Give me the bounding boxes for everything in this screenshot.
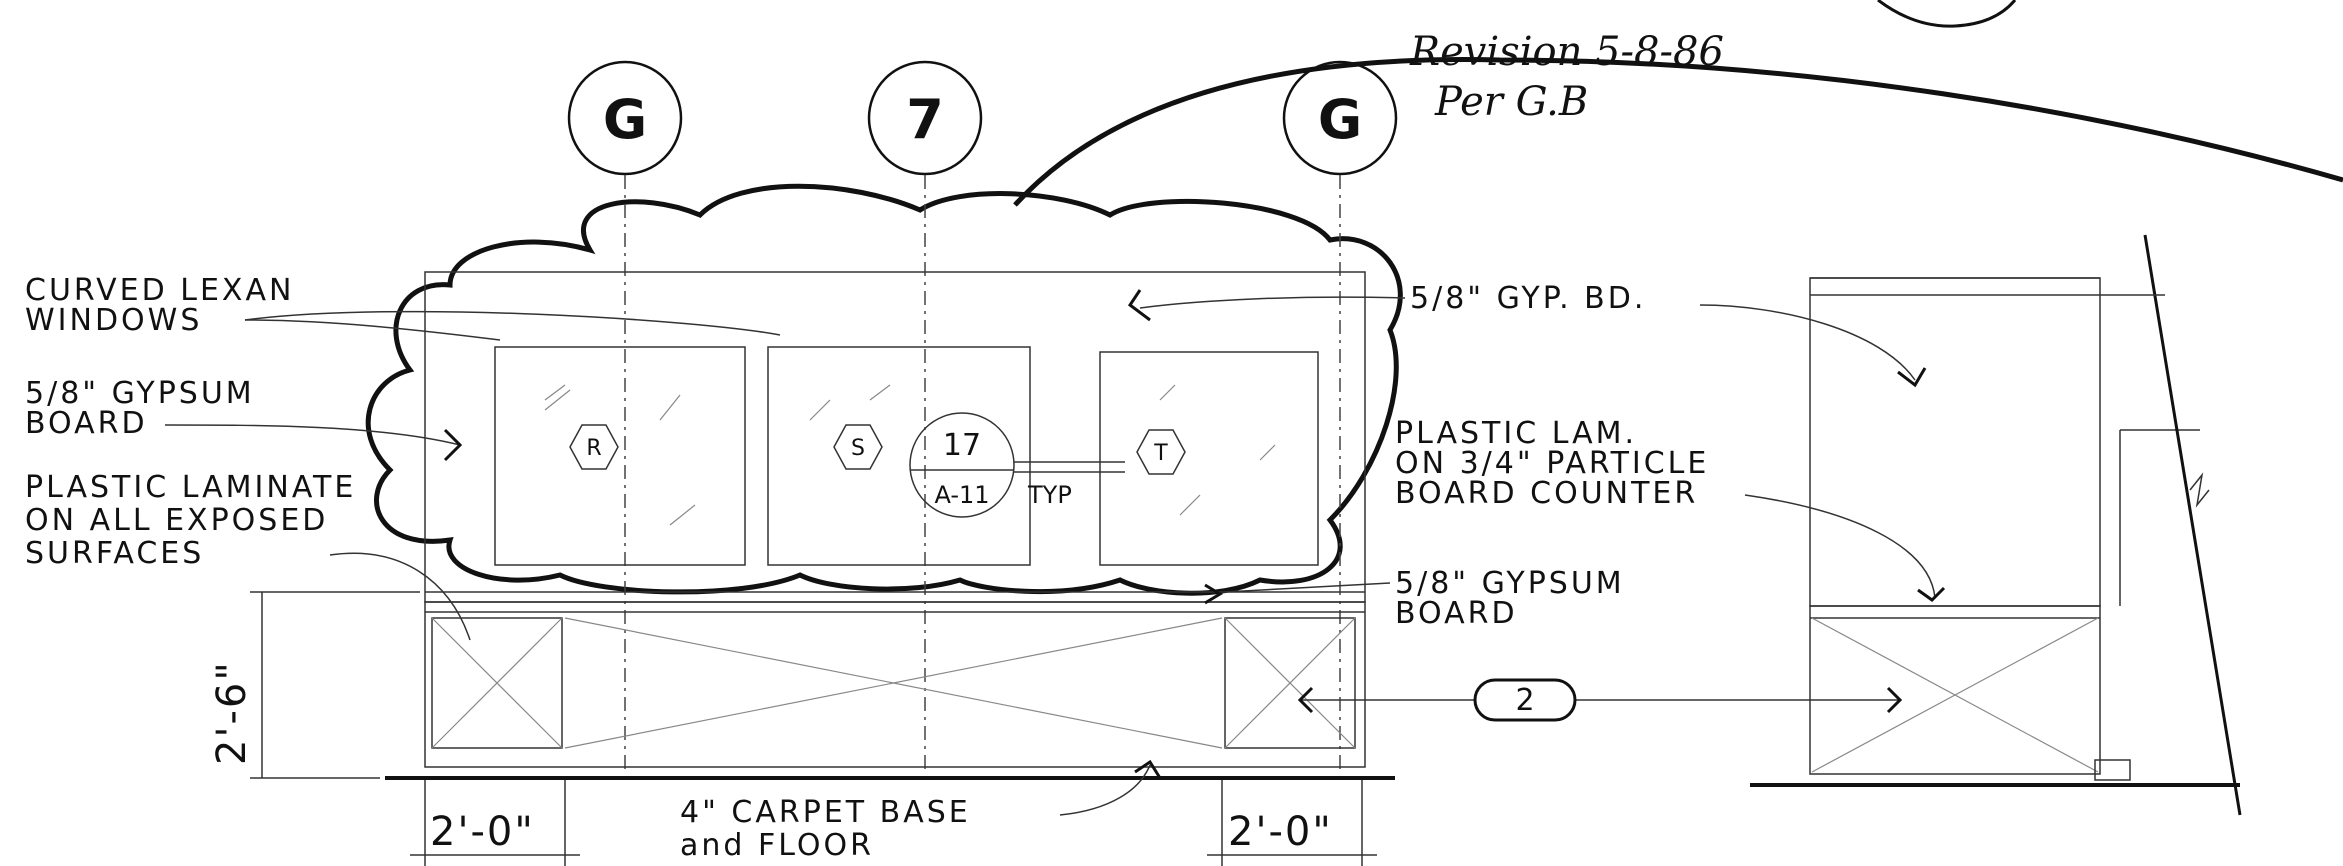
base-cabinet bbox=[424, 601, 1366, 768]
partial-bubble bbox=[1877, 0, 2017, 28]
revision-by: Per G.B bbox=[1434, 79, 1588, 125]
svg-text:TYP: TYP bbox=[1027, 481, 1072, 509]
dimension-height: 2'-6" bbox=[209, 591, 420, 779]
left-panel bbox=[431, 617, 563, 749]
window-s bbox=[767, 346, 1031, 566]
hex-tag-s: S bbox=[833, 424, 883, 470]
svg-text:CURVED LEXAN: CURVED LEXAN bbox=[25, 273, 294, 308]
grid-bubble-3: G bbox=[1282, 60, 1398, 176]
grid-bubble-label: G bbox=[603, 88, 647, 151]
right-panel bbox=[1224, 617, 1356, 749]
svg-text:2'-6": 2'-6" bbox=[209, 660, 255, 765]
dimension-right-width: 2'-0" bbox=[1207, 780, 1377, 866]
note-carpet: 4" CARPET BASE and FLOOR bbox=[680, 759, 1162, 863]
side-section bbox=[1750, 234, 2242, 816]
note-gypsum-left: 5/8" GYPSUM BOARD bbox=[25, 376, 463, 462]
grid-bubble-label: 7 bbox=[906, 88, 944, 151]
dimension-left-width: 2'-0" bbox=[410, 780, 580, 866]
svg-text:and FLOOR: and FLOOR bbox=[680, 828, 874, 863]
svg-text:R: R bbox=[586, 436, 601, 461]
note-counter: PLASTIC LAM. ON 3/4" PARTICLE BOARD COUN… bbox=[1395, 416, 1946, 602]
revision-leader bbox=[1013, 57, 2343, 207]
svg-text:5/8" GYPSUM: 5/8" GYPSUM bbox=[1395, 566, 1625, 601]
window-r bbox=[494, 346, 746, 566]
svg-text:T: T bbox=[1153, 441, 1168, 466]
note-gypsum-right: 5/8" GYPSUM BOARD bbox=[1204, 566, 1625, 631]
svg-text:2'-0": 2'-0" bbox=[1228, 809, 1333, 855]
upper-wall bbox=[424, 271, 1366, 603]
svg-text:PLASTIC LAMINATE: PLASTIC LAMINATE bbox=[25, 470, 356, 505]
window-t bbox=[1099, 351, 1319, 566]
svg-text:ON ALL EXPOSED: ON ALL EXPOSED bbox=[25, 503, 328, 538]
grid-bubble-1: G bbox=[567, 60, 683, 176]
svg-text:BOARD: BOARD bbox=[1395, 596, 1518, 631]
section-tag: 17 A-11 TYP bbox=[909, 412, 1125, 518]
svg-text:2'-0": 2'-0" bbox=[430, 809, 535, 855]
grid-bubble-2: 7 bbox=[867, 60, 983, 176]
svg-text:WINDOWS: WINDOWS bbox=[25, 303, 202, 338]
svg-text:5/8" GYP. BD.: 5/8" GYP. BD. bbox=[1410, 281, 1646, 316]
svg-text:BOARD COUNTER: BOARD COUNTER bbox=[1395, 476, 1698, 511]
grid-bubble-label: G bbox=[1318, 88, 1362, 151]
svg-text:A-11: A-11 bbox=[934, 481, 989, 509]
svg-text:2: 2 bbox=[1515, 683, 1534, 718]
revision-cloud bbox=[365, 183, 1403, 596]
svg-text:5/8" GYPSUM: 5/8" GYPSUM bbox=[25, 376, 255, 411]
svg-text:17: 17 bbox=[943, 428, 981, 463]
svg-text:S: S bbox=[851, 436, 865, 461]
hex-tag-r: R bbox=[569, 424, 619, 470]
svg-text:PLASTIC LAM.: PLASTIC LAM. bbox=[1395, 416, 1637, 451]
hex-tag-t: T bbox=[1136, 429, 1186, 475]
detail-tag-2: 2 bbox=[1297, 678, 1903, 722]
svg-text:ON 3/4" PARTICLE: ON 3/4" PARTICLE bbox=[1395, 446, 1709, 481]
note-laminate: PLASTIC LAMINATE ON ALL EXPOSED SURFACES bbox=[25, 470, 471, 641]
revision-date: Revision 5-8-86 bbox=[1409, 29, 1724, 75]
svg-text:BOARD: BOARD bbox=[25, 406, 148, 441]
note-lexan: CURVED LEXAN WINDOWS bbox=[25, 273, 781, 341]
svg-text:SURFACES: SURFACES bbox=[25, 536, 204, 571]
svg-text:4" CARPET BASE: 4" CARPET BASE bbox=[680, 795, 971, 830]
note-gyp-bd: 5/8" GYP. BD. bbox=[1127, 281, 1927, 388]
